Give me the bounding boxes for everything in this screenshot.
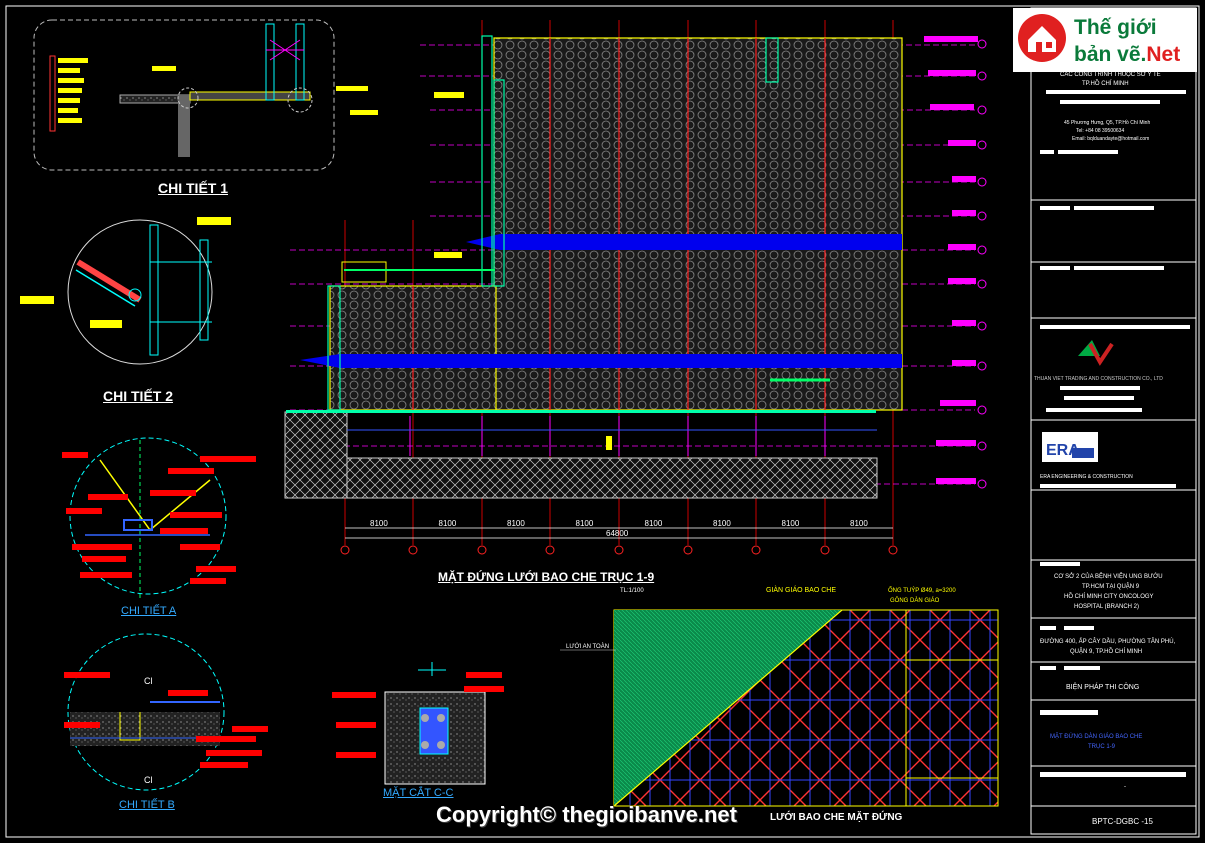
consultant-name: ERA ENGINEERING & CONSTRUCTION (1040, 474, 1133, 480)
label-gian-giao: GIÀN GIÁO BAO CHE (766, 587, 837, 594)
owner-email: Email: bqlduandayte@hotmail.com (1072, 136, 1150, 142)
main-elevation (284, 20, 987, 555)
project-line3: HỒ CHÍ MINH CITY ONCOLOGY (1064, 594, 1154, 600)
project-line1: CƠ SỞ 2 CỦA BỆNH VIỆN UNG BƯỚU (1054, 574, 1163, 580)
dimension-span: 8100 (850, 519, 868, 528)
detail-b-circle (67, 633, 225, 791)
label-gong: GÔNG DÀN GIÁO (890, 598, 940, 604)
dimension-total: 64800 (606, 529, 629, 538)
owner-tel: Tel: +84 08 39500634 (1076, 128, 1125, 134)
project-line4: HOSPITAL (BRANCH 2) (1074, 604, 1140, 610)
drawing-frame (5, 5, 1200, 838)
detail-a-circle (69, 437, 227, 595)
drawing-title-line2: TRỤC 1-9 (1088, 744, 1116, 750)
phase: BIỆN PHÁP THI CÔNG (1066, 684, 1140, 691)
contractor-name: THUAN VIET TRADING AND CONSTRUCTION CO.,… (1034, 376, 1163, 382)
drawing-title-line1: MẶT ĐỨNG DÀN GIÁO BAO CHE (1050, 734, 1143, 740)
dimension-span: 8100 (438, 519, 457, 528)
location-line1: ĐƯỜNG 400, ẤP CÂY DẦU, PHƯỜNG TÂN PHÚ, (1040, 639, 1176, 645)
dimension-span: 8100 (507, 519, 525, 528)
ci-label-top: Cl (144, 676, 153, 686)
location-line2: QUẬN 9, TP.HỒ CHÍ MINH (1070, 649, 1143, 655)
partial-elevation (560, 609, 999, 807)
thuanviet-logo-icon (1044, 340, 1100, 356)
detail-1-title: CHI TIẾT 1 (158, 180, 229, 196)
dimension-span: 8100 (713, 519, 731, 528)
owner-line2: TP.HỒ CHÍ MINH (1082, 81, 1129, 87)
detail-1-box (33, 19, 335, 171)
label-ong-tuyp: ỐNG TUÝP Ø49, a=3200 (888, 588, 956, 594)
dimension-span: 8100 (644, 519, 663, 528)
dimension-span: 8100 (575, 519, 594, 528)
owner-line1: CÁC CÔNG TRÌNH THUỘC SỞ Y TẾ (1060, 72, 1161, 78)
dimension-span: 8100 (370, 519, 388, 528)
svg-text:ERA: ERA (1046, 442, 1080, 459)
ci-label-bottom: Cl (144, 775, 153, 785)
partial-title: LƯỚI BAO CHE MẶT ĐỨNG (770, 812, 903, 823)
drawing-number: BPTC-DGBC -15 (1092, 817, 1153, 826)
brand-net: Net (1146, 43, 1181, 66)
elevation-scale: TL:1/100 (620, 588, 644, 594)
section-cc-title: MẶT CẮT C-C (383, 787, 454, 799)
detail-a-title: CHI TIẾT A (121, 605, 177, 617)
brand-line2: bản vẽ.Net (1074, 43, 1180, 67)
brand-line1: Thế giới (1074, 16, 1157, 39)
detail-b-title: CHI TIẾT B (119, 799, 175, 811)
detail-2-circle (67, 219, 213, 365)
drawing-dash: - (1124, 784, 1126, 790)
detail-2-title: CHI TIẾT 2 (103, 388, 174, 404)
label-luoi-an-toan: LƯỚI AN TOÀN (566, 644, 610, 650)
project-line2: TP.HCM TẠI QUẬN 9 (1082, 584, 1140, 590)
owner-address: 45 Phương Hưng, Q5, TP.Hồ Chí Minh (1064, 120, 1151, 126)
elevation-title: MẶT ĐỨNG LƯỚI BAO CHE TRỤC 1-9 (438, 570, 655, 584)
dimension-span: 8100 (781, 519, 800, 528)
brand-line2-text: bản vẽ. (1074, 43, 1147, 66)
copyright-watermark: Copyright© thegioibanve.net (436, 802, 737, 827)
